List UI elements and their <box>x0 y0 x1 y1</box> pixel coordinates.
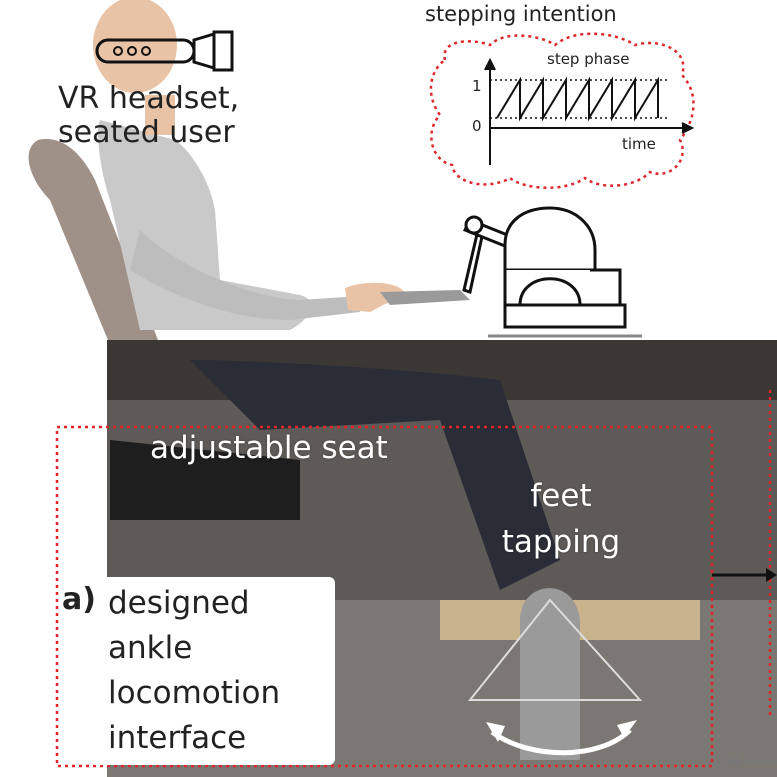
inset-y-tick-0: 0 <box>472 117 482 135</box>
input-arrow-head <box>727 754 739 768</box>
intention-cloud <box>429 32 695 189</box>
photo-legs <box>190 360 560 590</box>
haptic-handle <box>380 290 470 305</box>
caption-line-1: designed <box>108 585 250 621</box>
photo-mechanism <box>520 588 580 760</box>
arc-arrow-left-head <box>486 722 505 742</box>
stepping-intention-title: stepping intention <box>425 2 617 26</box>
inset-y-tick-1: 1 <box>472 77 482 95</box>
haptic-device-icon <box>462 206 642 338</box>
caption-box <box>90 577 335 765</box>
neck <box>145 95 175 135</box>
vr-headset-icon <box>95 30 234 72</box>
inset-x-label: time <box>622 135 656 153</box>
panel-letter: a) <box>62 582 96 617</box>
feet-label-line2: tapping <box>501 524 621 560</box>
photo-arc-sector <box>467 598 643 701</box>
hand <box>345 282 410 312</box>
caption-line-2: ankle <box>108 630 193 666</box>
arm <box>130 230 360 320</box>
feet-tapping-label: feet tapping <box>486 473 636 565</box>
step-phase-sawtooth <box>496 76 659 122</box>
caption-text: designed ankle locomotion interface <box>108 581 280 761</box>
chair-back <box>28 139 161 345</box>
arc-arrow-right-head <box>617 720 637 738</box>
inset-phase-label: step phase <box>547 50 630 68</box>
output-arrow-head <box>766 568 777 582</box>
adjustable-seat-label: adjustable seat <box>150 430 388 466</box>
head <box>93 0 177 93</box>
vr-headset-label: VR headset, seated user <box>58 82 239 150</box>
tapping-arc-arrow <box>490 728 632 756</box>
vr-label-line1: VR headset, <box>58 81 240 116</box>
vr-label-line2: seated user <box>58 115 235 150</box>
photo-seat <box>110 440 300 520</box>
inset-chart-axes <box>484 57 695 165</box>
feet-label-line1: feet <box>530 478 592 514</box>
caption-line-3: locomotion <box>108 675 281 711</box>
caption-line-4: interface <box>108 720 247 756</box>
